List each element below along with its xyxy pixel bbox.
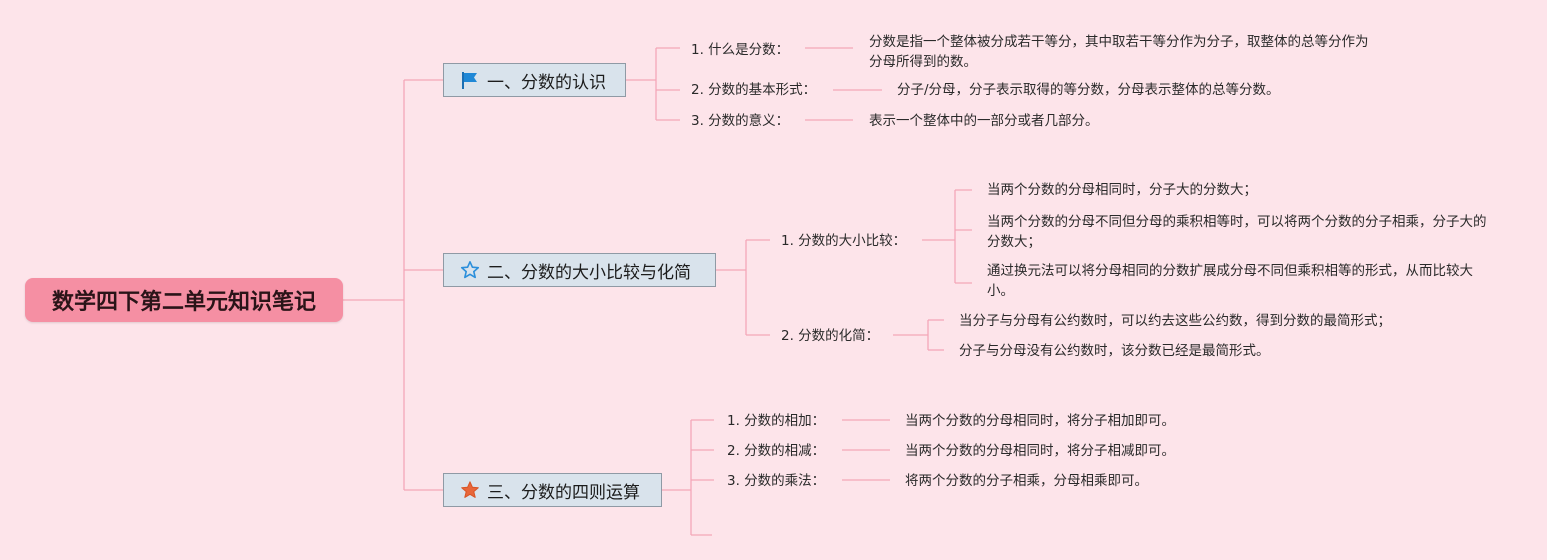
sub-node-addition[interactable]: 1. 分数的相加： [727,413,826,429]
leaf-node[interactable]: 分子/分母，分子表示取得的等分数，分母表示整体的总等分数。 [897,82,1280,98]
sub-node-what-is-fraction[interactable]: 1. 什么是分数： [691,42,790,58]
leaf-node[interactable]: 当两个分数的分母相同时，分子大的分数大； [987,182,1257,198]
leaf-node[interactable]: 当两个分数的分母相同时，将分子相加即可。 [905,413,1175,429]
leaf-node[interactable]: 当两个分数的分母不同但分母的乘积相等时，可以将两个分数的分子相乘，分子大的分数大… [987,214,1487,250]
branch-node-arithmetic[interactable]: 三、分数的四则运算 [443,473,662,507]
leaf-node[interactable]: 将两个分数的分子相乘，分母相乘即可。 [905,473,1148,489]
leaf-node[interactable]: 通过换元法可以将分母相同的分数扩展成分母不同但乘积相等的形式，从而比较大小。 [987,263,1473,299]
root-node[interactable]: 数学四下第二单元知识笔记 [25,278,343,322]
sub-node-subtraction[interactable]: 2. 分数的相减： [727,443,826,459]
root-title: 数学四下第二单元知识笔记 [51,290,316,315]
sub-node-simplify[interactable]: 2. 分数的化简： [781,328,880,344]
sub-node-basic-form[interactable]: 2. 分数的基本形式： [691,82,817,98]
flag-icon [460,70,480,90]
branch-label: 三、分数的四则运算 [487,482,640,503]
star-outline-icon [460,260,480,280]
leaf-node[interactable]: 表示一个整体中的一部分或者几部分。 [869,113,1099,129]
leaf-node[interactable]: 当两个分数的分母相同时，将分子相减即可。 [905,443,1175,459]
sub-node-meaning[interactable]: 3. 分数的意义： [691,113,790,129]
branch-label: 一、分数的认识 [487,72,606,93]
branch-node-compare-simplify[interactable]: 二、分数的大小比较与化简 [443,253,716,287]
leaf-node[interactable]: 分数是指一个整体被分成若干等分，其中取若干等分作为分子，取整体的总等分作为分母所… [869,34,1369,70]
leaf-node[interactable]: 当分子与分母有公约数时，可以约去这些公约数，得到分数的最简形式； [959,313,1391,329]
sub-node-compare-size[interactable]: 1. 分数的大小比较： [781,233,907,249]
star-filled-icon [460,480,480,500]
branch-label: 二、分数的大小比较与化简 [487,262,691,283]
sub-node-multiplication[interactable]: 3. 分数的乘法： [727,473,826,489]
branch-node-fraction-concept[interactable]: 一、分数的认识 [443,63,626,97]
leaf-node[interactable]: 分子与分母没有公约数时，该分数已经是最简形式。 [959,343,1270,359]
